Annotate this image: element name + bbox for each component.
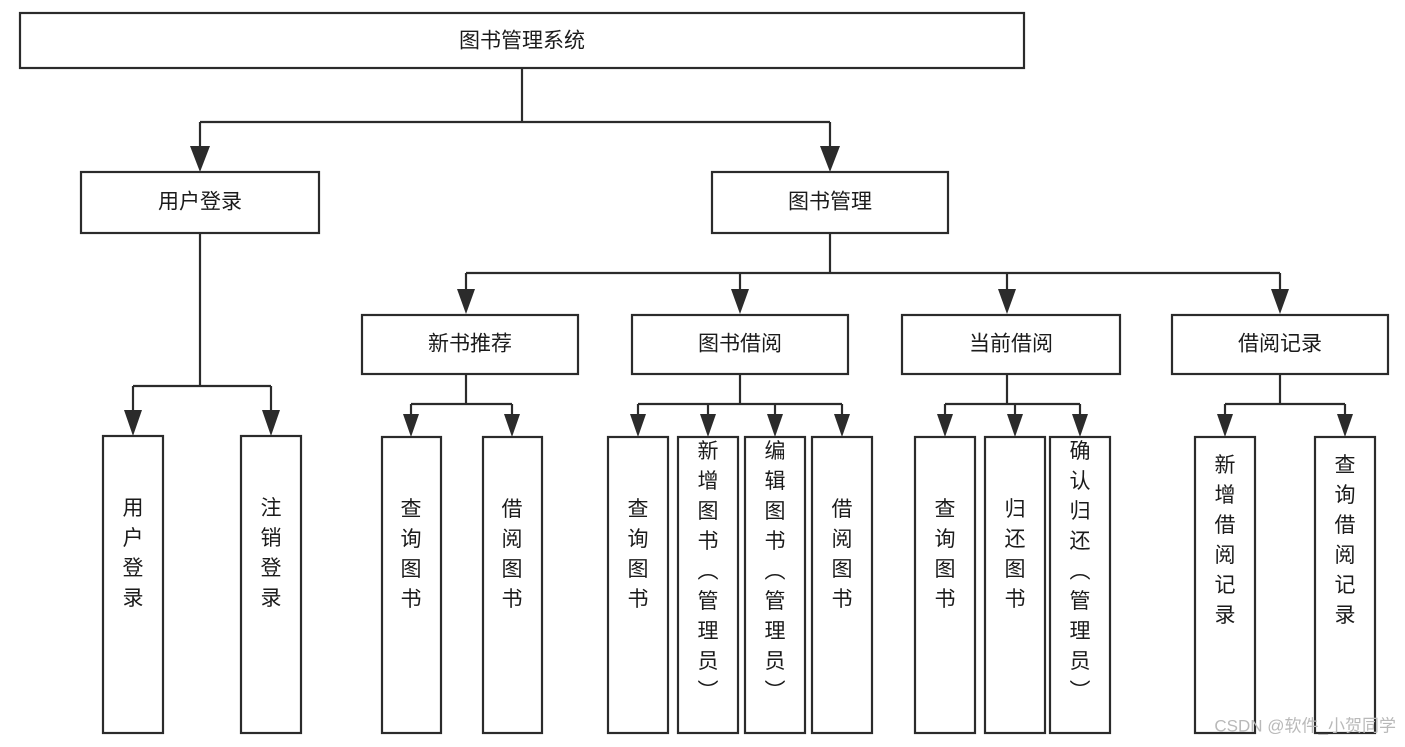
node-book-management[interactable]: 图书管理 bbox=[710, 170, 950, 235]
arrowhead-leaf-query-record bbox=[1337, 414, 1353, 437]
node-leaf-add-book-box[interactable] bbox=[676, 435, 740, 735]
node-leaf-borrow-book-1[interactable]: 借阅图书 bbox=[481, 435, 544, 735]
node-leaf-add-record-label: 新增借阅记录 bbox=[1215, 454, 1236, 627]
arrowhead-book-borrow bbox=[731, 289, 749, 314]
node-leaf-query-book-1[interactable]: 查询图书 bbox=[380, 435, 443, 735]
node-current-borrow-box[interactable] bbox=[900, 313, 1122, 376]
node-book-management-label: 图书管理 bbox=[788, 191, 872, 214]
node-leaf-user-logout-box[interactable] bbox=[239, 434, 303, 735]
node-leaf-borrow-book-2-label: 借阅图书 bbox=[832, 498, 853, 611]
arrowhead-leaf-query-book-2 bbox=[630, 414, 646, 437]
node-leaf-borrow-book-1-box[interactable] bbox=[481, 435, 544, 735]
node-leaf-query-book-2-box[interactable] bbox=[606, 435, 670, 735]
node-leaf-edit-book-box[interactable] bbox=[743, 435, 807, 735]
arrowhead-leaf-query-book-1 bbox=[403, 414, 419, 437]
node-root-box[interactable] bbox=[18, 11, 1026, 70]
node-leaf-query-book-2[interactable]: 查询图书 bbox=[606, 435, 670, 735]
node-new-book-recommend-box[interactable] bbox=[360, 313, 580, 376]
node-leaf-add-record-box[interactable] bbox=[1193, 435, 1257, 735]
node-leaf-query-book-3-box[interactable] bbox=[913, 435, 977, 735]
node-leaf-query-record-label: 查询借阅记录 bbox=[1335, 454, 1356, 627]
node-leaf-query-book-3-label: 查询图书 bbox=[935, 498, 956, 611]
node-borrow-record-box[interactable] bbox=[1170, 313, 1390, 376]
node-leaf-query-book-2-label: 查询图书 bbox=[628, 498, 649, 611]
node-leaf-confirm-return-label: 确认归还︵管理员︶ bbox=[1070, 440, 1091, 703]
node-leaf-add-book-label: 新增图书︵管理员︶ bbox=[698, 440, 719, 703]
node-leaf-query-record-box[interactable] bbox=[1313, 435, 1377, 735]
arrowhead-leaf-add-book bbox=[700, 414, 716, 437]
node-borrow-record[interactable]: 借阅记录 bbox=[1170, 313, 1390, 376]
node-leaf-add-book[interactable]: 新增图书︵管理员︶ bbox=[676, 435, 740, 735]
arrowhead-leaf-return-book bbox=[1007, 414, 1023, 437]
arrowhead-leaf-borrow-book-2 bbox=[834, 414, 850, 437]
node-leaf-return-book[interactable]: 归还图书 bbox=[983, 435, 1047, 735]
arrowhead-leaf-edit-book bbox=[767, 414, 783, 437]
arrowhead-book-management bbox=[820, 146, 840, 172]
node-leaf-confirm-return[interactable]: 确认归还︵管理员︶ bbox=[1048, 435, 1112, 735]
node-leaf-confirm-return-box[interactable] bbox=[1048, 435, 1112, 735]
node-user-login-box[interactable] bbox=[79, 170, 321, 235]
node-leaf-user-login-box[interactable] bbox=[101, 434, 165, 735]
node-leaf-user-login-label: 用户登录 bbox=[123, 497, 144, 610]
arrowhead-new-book-recommend bbox=[457, 289, 475, 314]
arrowhead-borrow-record bbox=[1271, 289, 1289, 314]
node-leaf-query-book-1-box[interactable] bbox=[380, 435, 443, 735]
node-leaf-user-logout[interactable]: 注销登录 bbox=[239, 434, 303, 735]
node-current-borrow[interactable]: 当前借阅 bbox=[900, 313, 1122, 376]
node-leaf-return-book-label: 归还图书 bbox=[1005, 498, 1026, 611]
node-leaf-return-book-box[interactable] bbox=[983, 435, 1047, 735]
node-book-borrow-label: 图书借阅 bbox=[698, 333, 782, 356]
node-leaf-borrow-book-2-box[interactable] bbox=[810, 435, 874, 735]
node-leaf-borrow-book-1-label: 借阅图书 bbox=[502, 498, 523, 611]
node-leaf-edit-book-label: 编辑图书︵管理员︶ bbox=[765, 440, 786, 703]
node-leaf-add-record[interactable]: 新增借阅记录 bbox=[1193, 435, 1257, 735]
arrowhead-leaf-borrow-book-1 bbox=[504, 414, 520, 437]
node-current-borrow-label: 当前借阅 bbox=[969, 333, 1053, 356]
node-book-borrow-box[interactable] bbox=[630, 313, 850, 376]
node-leaf-user-login[interactable]: 用户登录 bbox=[101, 434, 165, 735]
node-user-login[interactable]: 用户登录 bbox=[79, 170, 321, 235]
arrowhead-leaf-user-logout bbox=[262, 410, 280, 436]
node-leaf-user-logout-label: 注销登录 bbox=[261, 497, 282, 610]
node-leaf-edit-book[interactable]: 编辑图书︵管理员︶ bbox=[743, 435, 807, 735]
node-root[interactable]: 图书管理系统 bbox=[18, 11, 1026, 70]
node-borrow-record-label: 借阅记录 bbox=[1238, 333, 1322, 356]
arrowhead-current-borrow bbox=[998, 289, 1016, 314]
arrowhead-user-login bbox=[190, 146, 210, 172]
arrowhead-leaf-query-book-3 bbox=[937, 414, 953, 437]
arrowhead-leaf-user-login bbox=[124, 410, 142, 436]
node-leaf-query-record[interactable]: 查询借阅记录 bbox=[1313, 435, 1377, 735]
csdn-watermark: CSDN @软件_小贺同学 bbox=[1214, 716, 1396, 735]
node-new-book-recommend-label: 新书推荐 bbox=[428, 333, 512, 356]
arrowhead-group bbox=[124, 146, 1353, 437]
node-leaf-query-book-1-label: 查询图书 bbox=[401, 498, 422, 611]
node-leaf-borrow-book-2[interactable]: 借阅图书 bbox=[810, 435, 874, 735]
node-root-label: 图书管理系统 bbox=[459, 30, 585, 53]
arrowhead-leaf-confirm-return bbox=[1072, 414, 1088, 437]
node-book-borrow[interactable]: 图书借阅 bbox=[630, 313, 850, 376]
node-user-login-label: 用户登录 bbox=[158, 191, 242, 214]
arrowhead-leaf-add-record bbox=[1217, 414, 1233, 437]
node-leaf-query-book-3[interactable]: 查询图书 bbox=[913, 435, 977, 735]
node-book-management-box[interactable] bbox=[710, 170, 950, 235]
node-new-book-recommend[interactable]: 新书推荐 bbox=[360, 313, 580, 376]
